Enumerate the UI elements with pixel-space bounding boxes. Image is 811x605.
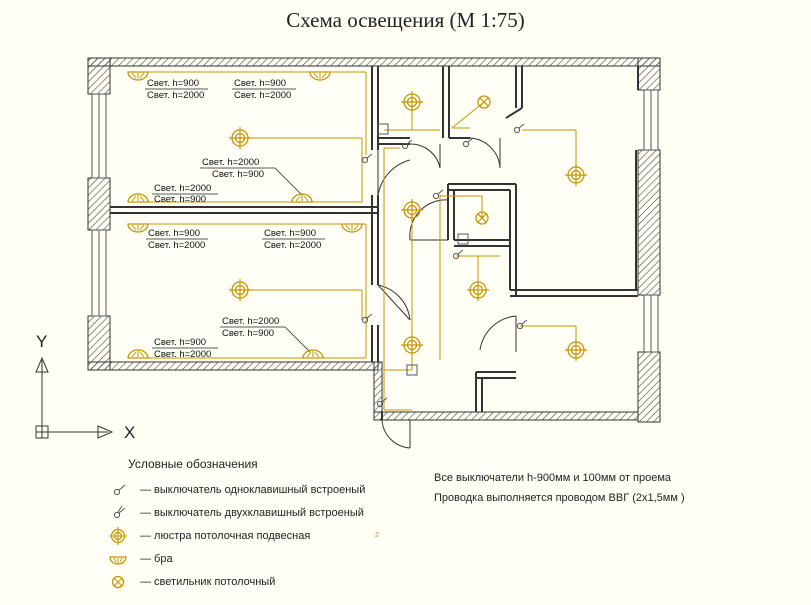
- switch-icon: [513, 123, 525, 134]
- label-sconce: Свет. h=900: [222, 328, 274, 339]
- chandelier-icon: [564, 163, 588, 187]
- page-title: Схема освещения (М 1:75): [286, 8, 525, 32]
- legend-text: — светильник потолочный: [140, 576, 276, 588]
- sconce-icon: [341, 223, 363, 233]
- label-sconce: Свет. h=2000: [147, 90, 204, 101]
- legend-text: — выключатель двухклавишный встроеный: [140, 507, 364, 519]
- sconce-icon: [302, 349, 324, 359]
- legend-mark: 2: [375, 532, 379, 539]
- sconce-icon: [309, 71, 331, 81]
- legend-text: — выключатель одноклавишный встроеный: [140, 484, 366, 496]
- ceiling-lamp-icon: [111, 575, 125, 589]
- chandelier-icon: [109, 527, 127, 545]
- fixture-labels: Свет. h=900 Свет. h=2000 Свет. h=900 Све…: [147, 78, 321, 360]
- note-wiring: Проводка выполняется проводом ВВГ (2х1,5…: [434, 492, 685, 504]
- switch-icon: [361, 153, 373, 164]
- chandelier-icon: [564, 338, 588, 362]
- doors: [377, 137, 517, 449]
- switch-icon: [516, 319, 528, 330]
- exterior-walls: [87, 57, 661, 423]
- label-sconce: Свет. h=2000: [154, 349, 211, 360]
- chandelier-icon: [400, 333, 424, 357]
- sconce-icon: [127, 349, 149, 359]
- junction-box: [377, 123, 389, 135]
- label-sconce: Свет. h=900: [154, 337, 206, 348]
- chandelier-icon: [400, 198, 424, 222]
- x-axis-label: X: [124, 423, 135, 442]
- legend-title: Условные обозначения: [128, 457, 258, 471]
- ceiling-lamp-icon: [477, 95, 491, 109]
- sconce-icon: [109, 556, 127, 565]
- label-sconce: Свет. h=900: [234, 78, 286, 89]
- leader-lines: [145, 88, 325, 353]
- sconce-icon: [127, 223, 149, 233]
- switch-icon: [452, 249, 464, 260]
- switch-icon: [432, 189, 444, 200]
- label-sconce: Свет. h=2000: [234, 90, 291, 101]
- chandelier-icon: [228, 126, 252, 150]
- chandelier-icon: [400, 90, 424, 114]
- note-switch-height: Все выключатели h-900мм и 100мм от проем…: [434, 472, 672, 484]
- label-sconce: Свет. h=2000: [202, 157, 259, 168]
- label-sconce: Свет. h=900: [154, 194, 206, 205]
- label-sconce: Свет. h=2000: [264, 240, 321, 251]
- label-sconce: Свет. h=2000: [148, 240, 205, 251]
- windows: [91, 89, 659, 353]
- label-sconce: Свет. h=900: [264, 228, 316, 239]
- label-sconce: Свет. h=900: [147, 78, 199, 89]
- label-sconce: Свет. h=900: [148, 228, 200, 239]
- double-switch-icon: [113, 505, 126, 519]
- chandelier-icon: [228, 278, 252, 302]
- wiring: [138, 71, 577, 411]
- y-axis-label: Y: [36, 332, 47, 351]
- junction-box: [406, 364, 418, 376]
- legend-text: — люстра потолочная подвесная: [140, 530, 311, 542]
- chandelier-icon: [466, 278, 490, 302]
- single-switch-icon: [113, 484, 126, 496]
- fixtures: [127, 71, 588, 408]
- junction-box: [457, 233, 469, 245]
- interior-walls: [110, 66, 639, 420]
- sconce-icon: [127, 193, 149, 203]
- sconce-icon: [127, 71, 149, 81]
- label-sconce: Свет. h=2000: [154, 183, 211, 194]
- switch-icon: [462, 137, 474, 148]
- switch-icon: [361, 313, 373, 324]
- axis-indicator: Y X: [35, 332, 135, 442]
- label-sconce: Свет. h=2000: [222, 316, 279, 327]
- legend-text: — бра: [140, 553, 173, 565]
- sconce-icon: [291, 193, 313, 203]
- label-sconce: Свет. h=900: [212, 169, 264, 180]
